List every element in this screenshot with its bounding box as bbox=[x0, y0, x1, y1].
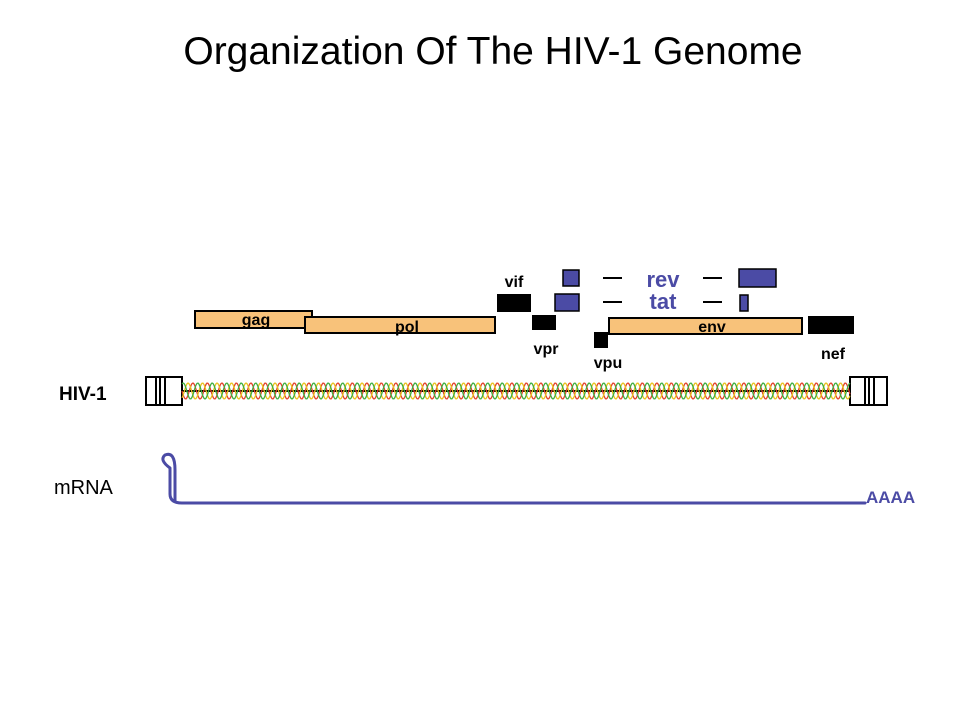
genome-label: HIV-1 bbox=[59, 384, 107, 405]
pol-label: pol bbox=[395, 319, 419, 336]
helix-strand bbox=[181, 382, 851, 400]
pol-box bbox=[304, 316, 496, 334]
rev-exon2-box bbox=[738, 268, 777, 288]
helix-strand bbox=[181, 382, 851, 400]
vif-label: vif bbox=[505, 274, 524, 291]
nef-label: nef bbox=[821, 346, 846, 363]
genome-helix bbox=[181, 382, 851, 400]
env-label: env bbox=[698, 319, 726, 336]
gag-label: gag bbox=[242, 312, 270, 329]
tat-exon1-box bbox=[554, 293, 580, 312]
ltr-5prime bbox=[145, 376, 183, 406]
vpu-label: vpu bbox=[594, 355, 622, 372]
page-title: Organization Of The HIV-1 Genome bbox=[183, 30, 803, 73]
env-box bbox=[608, 317, 803, 335]
nef-box bbox=[808, 316, 854, 334]
vpr-box bbox=[532, 315, 556, 330]
tat-exon2-box bbox=[739, 294, 749, 312]
vpu-box bbox=[594, 332, 608, 348]
ltr-3prime bbox=[849, 376, 888, 406]
mrna-label: mRNA bbox=[54, 477, 114, 499]
vpr-label: vpr bbox=[534, 341, 559, 358]
vif-box bbox=[497, 294, 531, 312]
rev-exon1-box bbox=[562, 269, 580, 287]
mrna-strand bbox=[161, 452, 867, 505]
helix-strand bbox=[181, 382, 851, 400]
polya-tail: AAAA bbox=[866, 488, 915, 507]
tat-label: tat bbox=[650, 289, 678, 314]
rev-label: rev bbox=[646, 267, 680, 292]
